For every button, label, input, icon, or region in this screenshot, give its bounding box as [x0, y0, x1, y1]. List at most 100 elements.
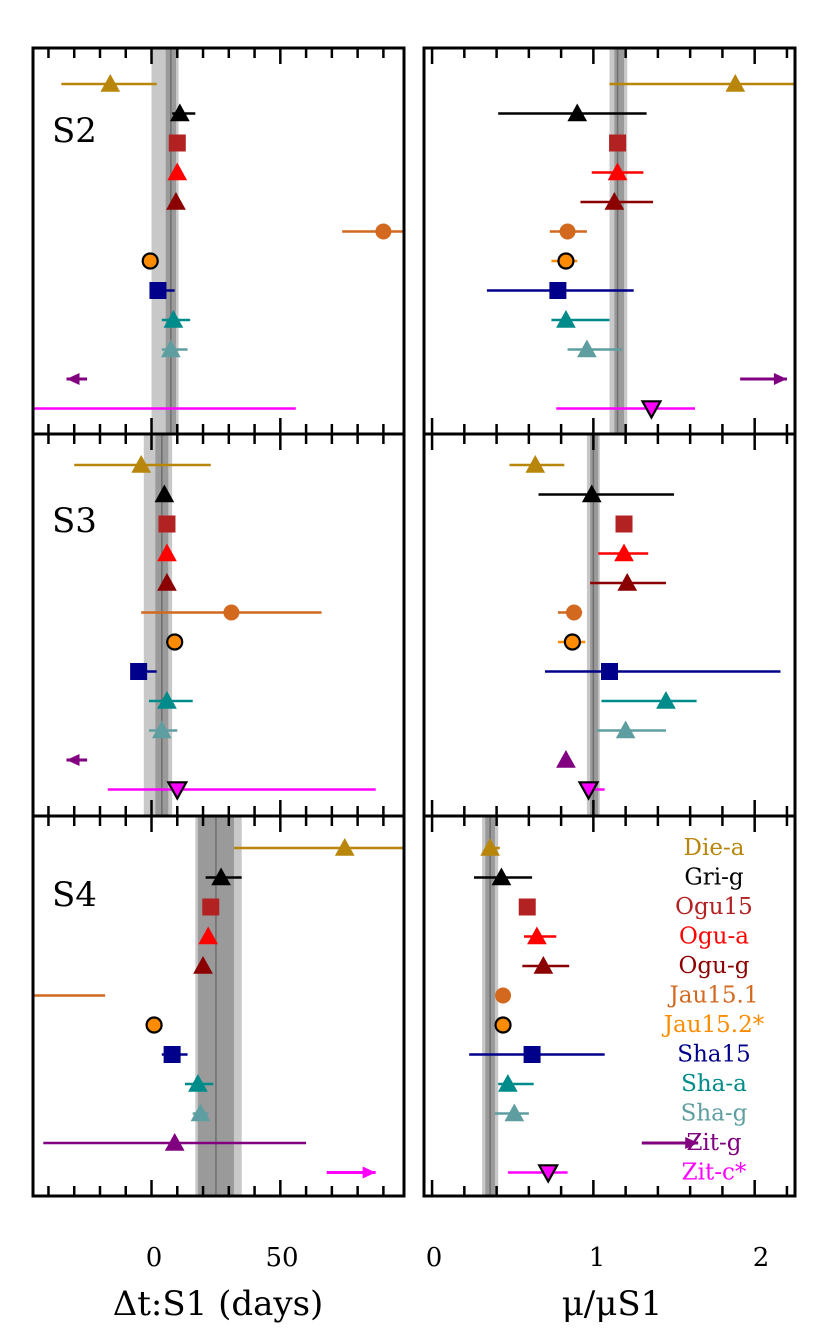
- point-die-a-1: [725, 73, 746, 92]
- point-die-a-0: [100, 73, 121, 92]
- point-ogu-a-3: [614, 543, 634, 562]
- legend-entry-sha-g: Sha-g: [681, 1101, 748, 1127]
- point-die-a-5: [480, 837, 500, 856]
- panel-plot-area-0: [33, 48, 404, 434]
- point-sha15-4: [163, 1046, 181, 1063]
- panel-plot-area-2: [66, 434, 376, 816]
- point-ogu-a-2: [157, 543, 177, 562]
- point-zit-c--5: [537, 1164, 560, 1184]
- point-sha15-2: [130, 663, 148, 680]
- point-sha-a-4: [188, 1073, 208, 1092]
- panel-s4-left: [31, 814, 406, 1198]
- band-inner-1: [614, 48, 625, 434]
- point-ogu-a-4: [198, 926, 219, 945]
- panel-plot-area-1: [486, 48, 795, 434]
- point-gri-g-2: [154, 484, 175, 503]
- point-sha-g-3: [615, 720, 636, 739]
- legend-entry-ogu-a: Ogu-a: [679, 924, 749, 950]
- point-gri-g-4: [211, 867, 231, 886]
- legend-entry-jau15-1: Jau15.1: [668, 983, 759, 1009]
- point-sha-g-5: [504, 1103, 525, 1122]
- point-sha15-3: [601, 663, 618, 680]
- point-sha-a-5: [498, 1073, 518, 1092]
- point-sha15-0: [149, 282, 167, 299]
- legend-entry-zit-g: Zit-g: [686, 1130, 741, 1156]
- point-sha-a-1: [556, 309, 576, 328]
- x-tick-right-2: 2: [753, 1243, 770, 1273]
- point-ogu15-0: [168, 134, 186, 152]
- point-sha-g-4: [190, 1103, 211, 1122]
- point-sha-a-2: [157, 690, 177, 709]
- point-ogu-g-3: [617, 572, 638, 591]
- point-ogu-a-0: [167, 162, 188, 181]
- point-zit-g-3: [556, 749, 576, 768]
- point-jau15-2--3: [563, 633, 582, 651]
- point-sha-a-0: [163, 309, 184, 328]
- point-jau15-2--1: [557, 252, 575, 270]
- point-ogu15-4: [202, 898, 220, 916]
- point-die-a-4: [334, 837, 355, 856]
- point-die-a-3: [525, 454, 546, 473]
- legend-entry-ogu-g: Ogu-g: [679, 953, 750, 979]
- point-zit-c--2: [166, 781, 189, 801]
- panel-plot-area-5: [469, 816, 699, 1196]
- legend-entry-zit-c-: Zit-c*: [682, 1160, 747, 1186]
- point-sha-g-2: [151, 720, 172, 739]
- point-ogu15-1: [609, 134, 627, 152]
- legend-entry-sha15: Sha15: [677, 1042, 751, 1068]
- x-tick-right-1: 1: [589, 1243, 606, 1273]
- panels-layer: [31, 46, 797, 1198]
- panel-s3-right: [422, 432, 797, 818]
- point-die-a-2: [131, 454, 152, 473]
- point-ogu15-5: [518, 898, 536, 916]
- point-zit-c--3: [577, 781, 600, 801]
- point-sha15-1: [549, 282, 567, 299]
- point-zit-c--1: [640, 400, 663, 420]
- x-axis-title-right: μ/μS1: [562, 1284, 663, 1324]
- point-ogu-g-5: [533, 955, 554, 974]
- legend-entry-gri-g: Gri-g: [684, 865, 743, 891]
- point-ogu15-2: [158, 515, 176, 533]
- point-ogu-a-5: [527, 926, 547, 945]
- point-zit-g-2-arrow-head: [66, 754, 80, 766]
- point-gri-g-0: [170, 103, 190, 122]
- panel-frame-5: [422, 814, 797, 1198]
- panel-label-s2: S2: [52, 111, 97, 151]
- point-jau15-1-3: [566, 604, 583, 621]
- point-gri-g-1: [567, 103, 588, 122]
- panel-s3-left: [31, 432, 406, 818]
- point-jau15-1-5: [495, 987, 512, 1004]
- point-zit-g-4: [164, 1132, 185, 1151]
- labels-layer: S2 S3 S4 0 50 0 1 2 Δt:S1 (days) μ/μS1: [52, 111, 769, 1324]
- legend-entry-ogu15: Ogu15: [675, 894, 753, 920]
- point-sha-g-0: [160, 339, 181, 358]
- panel-s2-right: [422, 46, 797, 436]
- legend-entry-sha-a: Sha-a: [681, 1071, 747, 1097]
- point-gri-g-5: [491, 867, 512, 886]
- point-ogu-g-1: [604, 191, 625, 210]
- point-sha15-5: [523, 1046, 541, 1063]
- point-zit-g-1-arrow-head: [773, 373, 787, 385]
- point-jau15-1-2: [223, 604, 240, 621]
- legend: Die-aGri-gOgu15Ogu-aOgu-gJau15.1Jau15.2*…: [662, 835, 765, 1186]
- point-gri-g-3: [581, 484, 602, 503]
- panel-frame-2: [31, 432, 406, 818]
- point-jau15-1-0: [375, 223, 392, 240]
- point-jau15-2--0: [141, 252, 159, 270]
- point-ogu-g-4: [193, 955, 213, 974]
- panel-label-s3: S3: [52, 501, 97, 541]
- panel-frame-0: [31, 46, 406, 436]
- panel-s4-right: [422, 814, 797, 1198]
- point-jau15-1-1: [559, 223, 576, 240]
- point-zit-c--4-arrow-head: [362, 1166, 376, 1179]
- x-tick-left-50: 50: [265, 1243, 298, 1273]
- point-jau15-2--2: [166, 633, 184, 651]
- panel-label-s4: S4: [52, 875, 97, 915]
- panel-plot-area-3: [509, 434, 781, 816]
- point-jau15-2--4: [145, 1016, 163, 1034]
- point-ogu-g-0: [166, 191, 186, 210]
- x-tick-right-0: 0: [426, 1243, 443, 1273]
- point-ogu15-3: [615, 515, 633, 533]
- panel-frame-3: [422, 432, 797, 818]
- panel-plot-area-4: [33, 816, 404, 1196]
